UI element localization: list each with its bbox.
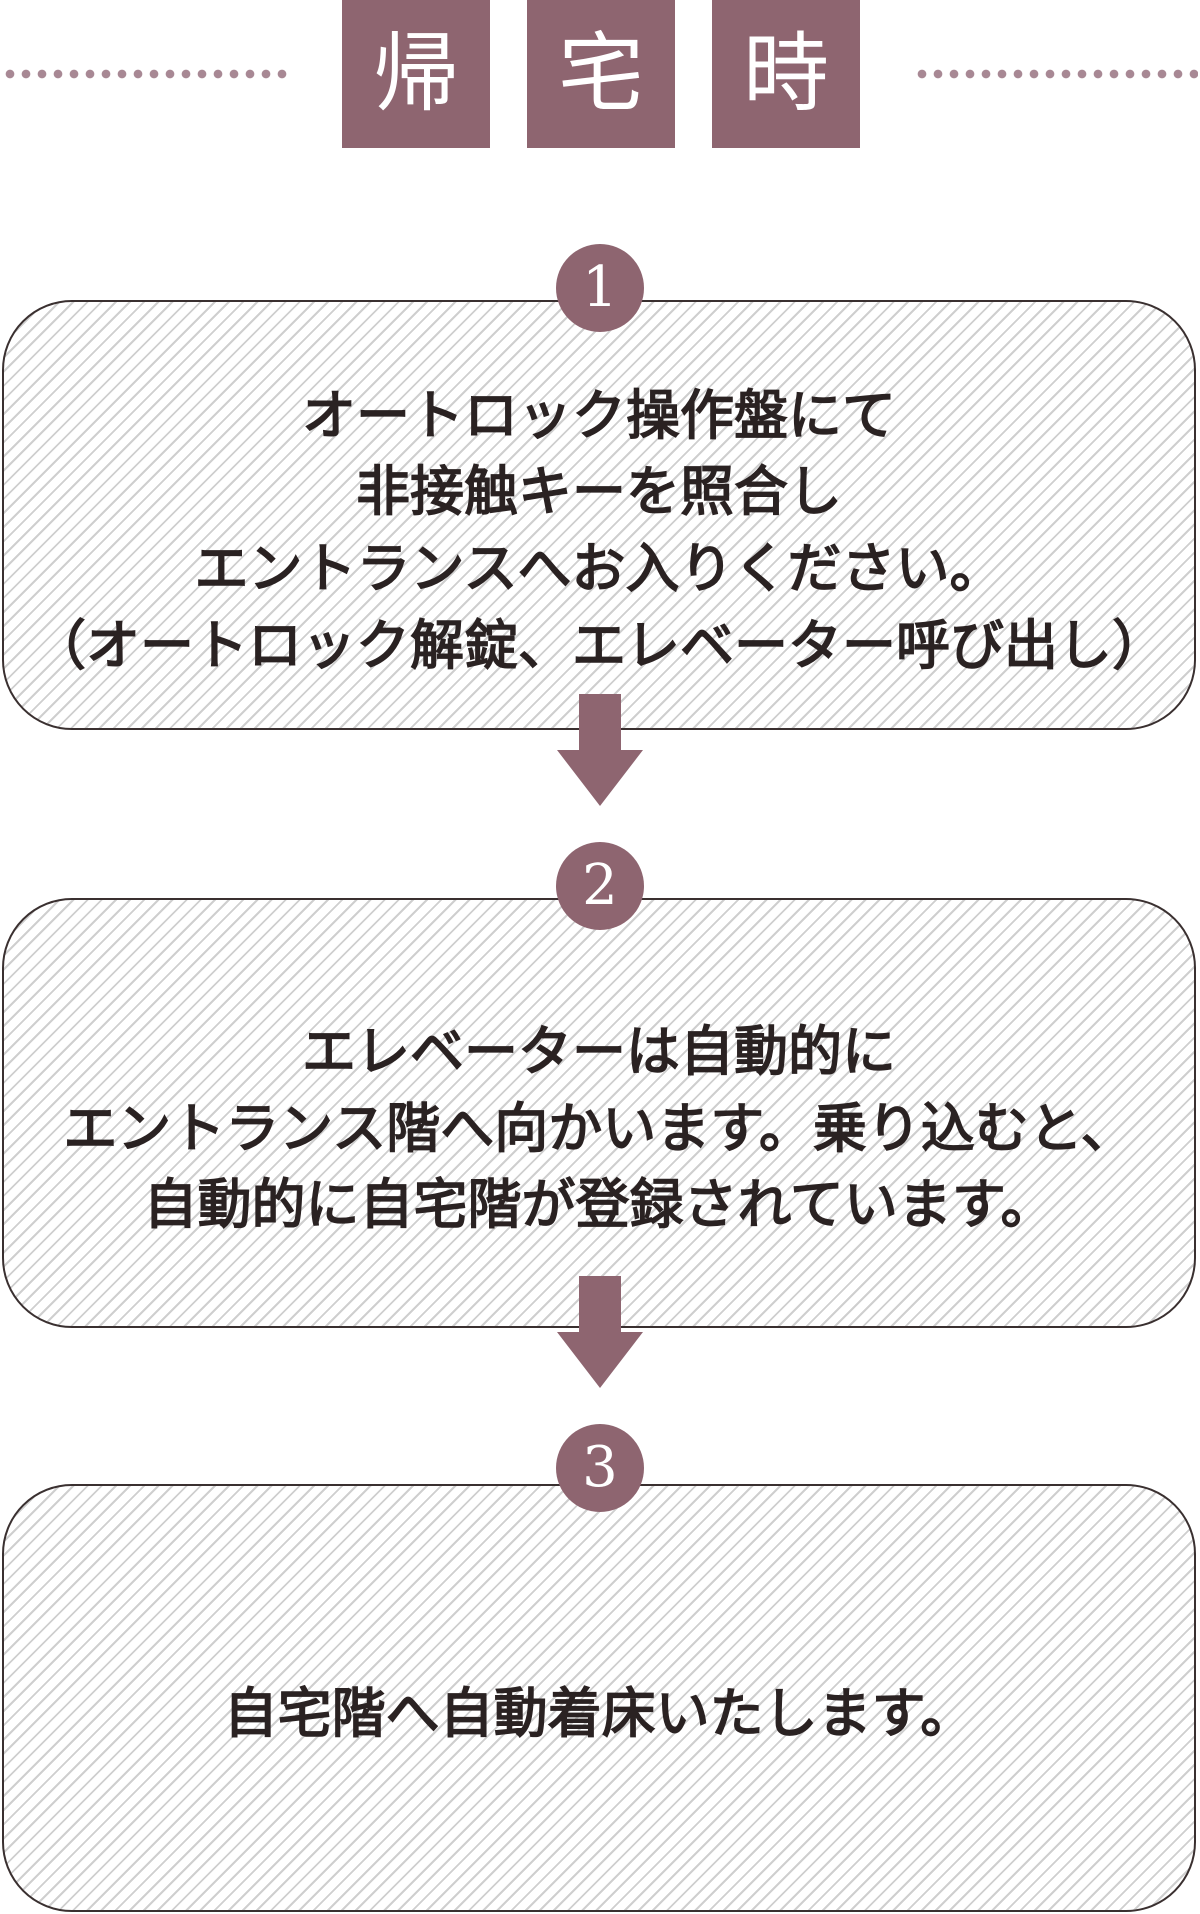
arrow-down-icon	[557, 694, 643, 806]
step-3-box: 自宅階へ自動着床いたします。	[2, 1484, 1196, 1912]
step-1-number: 1	[582, 255, 618, 320]
step-1-line-1: オートロック操作盤にて	[302, 382, 896, 447]
title-char-box-1: 帰	[342, 0, 490, 148]
title-char-3: 時	[743, 24, 829, 124]
step-2-line-1: エレベーターは自動的に	[302, 1018, 896, 1083]
step-2-line-3: 自動的に自宅階が登録されています。	[143, 1172, 1055, 1237]
step-1-line-4: （オートロック解錠、エレベーター呼び出し）	[32, 612, 1166, 677]
page-header: 帰 宅 時	[0, 0, 1200, 148]
title-char-1: 帰	[373, 24, 459, 124]
step-2-line-2: エントランス階へ向かいます。乗り込むと、	[63, 1095, 1135, 1160]
step-2-number: 2	[582, 853, 618, 918]
title-char-box-3: 時	[712, 0, 860, 148]
dotted-divider-right	[914, 67, 1198, 81]
step-3-number-badge: 3	[556, 1424, 644, 1512]
dotted-divider-left	[2, 67, 292, 81]
step-3-line-1: 自宅階へ自動着床いたします。	[223, 1680, 975, 1745]
title-char-2: 宅	[558, 24, 644, 124]
step-1-line-3: エントランスへお入りください。	[194, 536, 1004, 600]
step-1-box: オートロック操作盤にて 非接触キーを照合し エントランスへお入りください。 （オ…	[2, 300, 1196, 730]
step-2-number-badge: 2	[556, 842, 644, 930]
arrow-down-icon	[557, 1276, 643, 1388]
title-char-box-2: 宅	[527, 0, 675, 148]
step-1-line-2: 非接触キーを照合し	[356, 459, 842, 524]
step-3-number: 3	[582, 1435, 618, 1500]
step-1-number-badge: 1	[556, 244, 644, 332]
step-2-box: エレベーターは自動的に エントランス階へ向かいます。乗り込むと、 自動的に自宅階…	[2, 898, 1196, 1328]
